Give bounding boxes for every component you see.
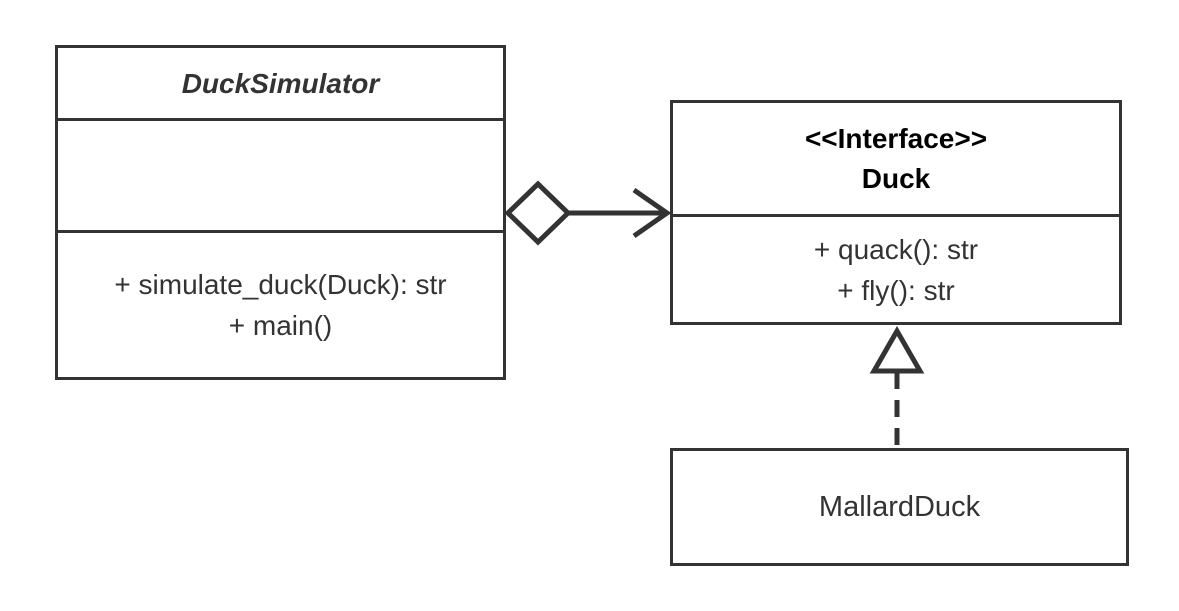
aggregation-diamond-icon — [504, 180, 572, 246]
hollow-triangle-arrowhead-icon — [869, 325, 925, 374]
class-name-compartment: DuckSimulator — [58, 48, 503, 118]
operation-main: + main() — [228, 310, 333, 341]
class-name-compartment: MallardDuck — [673, 451, 1126, 563]
class-name: MallardDuck — [818, 490, 981, 523]
operation-simulate-duck: + simulate_duck(Duck): str — [114, 269, 447, 300]
class-duck-simulator[interactable]: DuckSimulator + simulate_duck(Duck): str… — [55, 45, 506, 380]
aggregation-connector — [504, 180, 672, 246]
class-mallard-duck[interactable]: MallardDuck — [670, 448, 1129, 566]
operations-compartment: + simulate_duck(Duck): str + main() — [58, 230, 503, 377]
interface-name-compartment: <<Interface>> Duck — [673, 103, 1119, 214]
open-arrowhead-icon — [632, 187, 672, 239]
interface-duck[interactable]: <<Interface>> Duck + quack(): str + fly(… — [670, 100, 1122, 325]
interface-name: Duck — [861, 162, 931, 194]
operation-quack: + quack(): str — [813, 233, 979, 265]
realization-connector — [869, 325, 925, 448]
attributes-compartment — [58, 118, 503, 230]
interface-stereotype: <<Interface>> — [804, 122, 988, 154]
operations-compartment: + quack(): str + fly(): str — [673, 214, 1119, 322]
class-name: DuckSimulator — [181, 67, 380, 99]
operation-fly: + fly(): str — [837, 274, 955, 306]
